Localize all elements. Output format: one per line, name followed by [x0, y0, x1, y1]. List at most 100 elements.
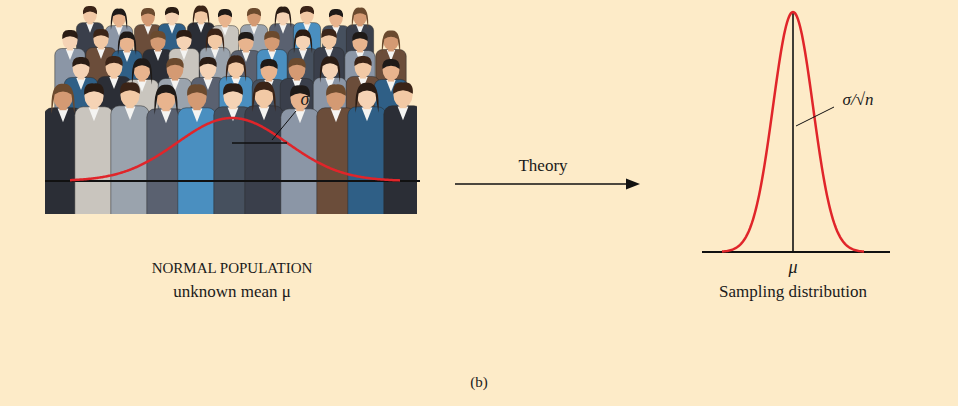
arrow-label: Theory: [518, 157, 567, 176]
normal-curve: [70, 118, 400, 180]
person-collar: [86, 23, 94, 33]
person-collar: [66, 49, 75, 60]
axis-line: [45, 180, 420, 182]
person-hair: [223, 83, 243, 95]
person-head: [84, 84, 103, 108]
person-hair: [320, 56, 340, 82]
person-hair: [252, 82, 275, 112]
person-head: [329, 10, 343, 27]
person-head: [261, 60, 278, 81]
person-head: [165, 8, 179, 25]
arrow-line: [455, 183, 628, 185]
person-head: [93, 30, 108, 49]
person-hair: [238, 32, 254, 41]
sigma-over-root-n-label: σ/√n: [843, 91, 874, 110]
person-hair: [300, 6, 314, 14]
person-hair: [218, 9, 232, 17]
person-head: [73, 58, 90, 79]
person-head: [247, 9, 261, 26]
person-hair: [226, 55, 246, 81]
leader-line: [796, 107, 834, 126]
person-hair: [352, 8, 368, 29]
person-hair: [294, 29, 312, 53]
person-head: [289, 59, 306, 80]
person-body: [348, 107, 386, 214]
person-hair: [275, 7, 291, 28]
person-hair: [154, 85, 177, 115]
person-hair: [247, 8, 261, 16]
person-head: [321, 30, 336, 49]
person-hair: [176, 30, 192, 39]
person-hair: [166, 58, 183, 68]
person-head: [106, 57, 123, 78]
person-head: [383, 60, 400, 81]
person-head: [355, 57, 372, 78]
person-collar: [279, 24, 287, 34]
person-collar: [154, 50, 163, 61]
person-head: [290, 86, 309, 110]
person-hair: [193, 6, 209, 27]
person-hair: [72, 57, 89, 67]
person-head: [83, 7, 97, 24]
person-collar: [58, 108, 69, 122]
person-body: [75, 107, 113, 214]
person-hair: [264, 31, 280, 40]
sigma-label: σ: [301, 90, 310, 110]
person-hair: [393, 82, 413, 94]
person-hair: [382, 30, 400, 54]
person-head: [223, 84, 242, 108]
person-hair: [141, 8, 155, 16]
distribution-title: Sampling distribution: [719, 283, 867, 302]
person-hair: [132, 58, 152, 84]
crowd-illustration: [45, 6, 417, 214]
person-head: [393, 83, 412, 107]
person-body: [384, 106, 417, 214]
person-hair: [187, 84, 207, 96]
person-hair: [321, 29, 337, 38]
person-hair: [83, 6, 97, 14]
person-collar: [180, 49, 189, 60]
person-collar: [76, 78, 85, 90]
person-hair: [111, 9, 127, 30]
person-hair: [84, 83, 104, 95]
person-head: [238, 33, 253, 52]
person-collar: [144, 25, 152, 35]
person-figure: [384, 82, 417, 214]
person-head: [218, 10, 232, 27]
person-hair: [260, 59, 277, 69]
mean-line: [792, 12, 794, 252]
person-figure: [178, 84, 216, 214]
person-head: [352, 33, 367, 52]
person-hair: [62, 30, 78, 39]
arrow-head: [626, 179, 640, 190]
person-hair: [355, 83, 378, 113]
person-hair: [51, 84, 74, 114]
person-figure: [348, 83, 386, 214]
person-head: [264, 32, 279, 51]
person-hair: [206, 28, 224, 52]
person-collar: [398, 106, 409, 120]
person-head: [150, 32, 165, 51]
person-collar: [109, 77, 118, 89]
person-head: [120, 83, 139, 107]
person-head: [167, 59, 184, 80]
person-head: [176, 31, 191, 50]
person-collar: [331, 108, 342, 122]
sigma-bar: [232, 142, 287, 144]
person-hair: [382, 59, 399, 69]
person-hair: [118, 31, 136, 55]
population-note: unknown mean μ: [173, 283, 291, 302]
person-collar: [123, 51, 132, 62]
person-head: [62, 31, 77, 50]
person-collar: [192, 108, 203, 122]
person-hair: [199, 57, 216, 67]
person-hair: [354, 56, 371, 66]
person-hair: [326, 84, 346, 96]
person-head: [326, 85, 345, 109]
panel-label: (b): [470, 374, 488, 391]
person-figure: [281, 85, 319, 214]
person-hair: [150, 31, 166, 40]
person-hair: [165, 7, 179, 15]
